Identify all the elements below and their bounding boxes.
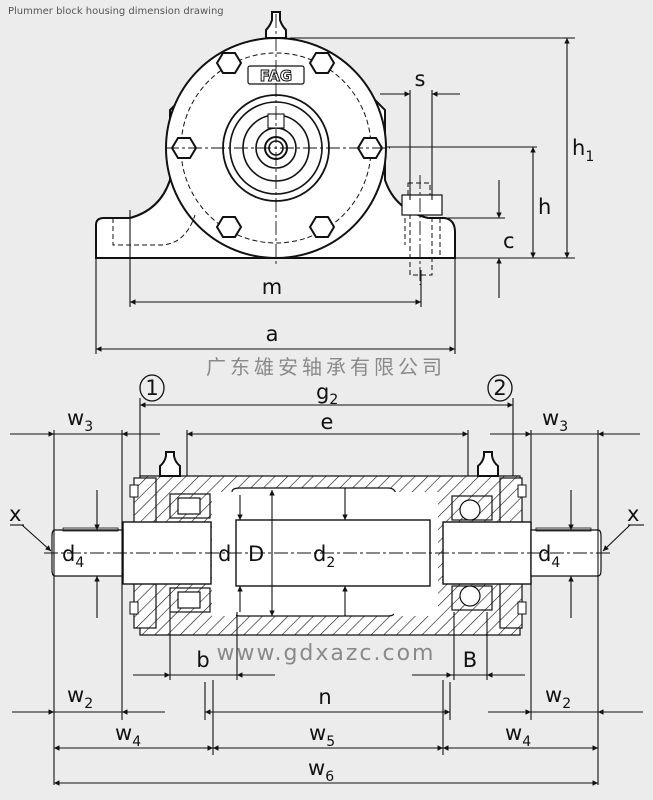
dim-n-label: n: [318, 685, 331, 709]
right-bearing: [451, 495, 493, 611]
drawing-title: Plummer block housing dimension drawing: [8, 6, 224, 17]
watermark-company: 广东雄安轴承有限公司: [206, 355, 446, 379]
housing-section-view: 1 2 g2 e w3 w3 x x d4 d4: [9, 374, 644, 786]
dim-w6-label: w6: [308, 756, 334, 785]
dim-w3-right-label: w3: [542, 406, 568, 435]
dim-w2-left-label: w2: [67, 683, 93, 712]
dim-h-label: h: [538, 195, 551, 219]
fag-logo: FAG: [247, 65, 305, 86]
cap-bolts: [170, 52, 384, 238]
dim-d4-right-label: d4: [538, 542, 560, 571]
housing-front-view: FAG s h1 h c m: [95, 11, 594, 354]
marker-1: 1: [139, 374, 165, 402]
watermark: 广东雄安轴承有限公司: [206, 355, 446, 379]
marker-2: 2: [487, 374, 513, 402]
dim-b-label: b: [196, 648, 209, 672]
dim-d2-label: d2: [313, 542, 335, 571]
dim-w2-right-label: w2: [545, 683, 571, 712]
dim-s-label: s: [415, 67, 426, 91]
brand-logo-text: FAG: [260, 67, 292, 85]
dim-x-left-label: x: [9, 502, 21, 526]
svg-text:2: 2: [493, 376, 506, 400]
grease-nipple-left-icon: [159, 451, 181, 477]
dim-a-label: a: [266, 322, 279, 346]
dim-e-label: e: [321, 410, 334, 434]
foot-bolt: [401, 175, 443, 285]
dim-w5-label: w5: [309, 721, 335, 750]
svg-text:1: 1: [145, 376, 158, 400]
dim-g2-label: g2: [316, 380, 338, 408]
shaft-end-left: [51, 529, 124, 577]
dim-h1-label: h1: [572, 136, 594, 165]
dim-D-label: D: [248, 542, 264, 566]
dim-m-label: m: [262, 275, 282, 299]
dim-w3-left-label: w3: [67, 406, 93, 435]
shaft-end-right: [530, 529, 602, 577]
dim-B-label: B: [463, 648, 477, 672]
left-bearing: [169, 493, 211, 613]
dim-d4-left-label: d4: [62, 542, 84, 571]
dim-w4-left-label: w4: [115, 721, 141, 750]
dim-x-right-label: x: [627, 502, 639, 526]
dim-w4-right-label: w4: [505, 721, 531, 750]
watermark-url: www.gdxazc.com: [216, 641, 435, 666]
dim-c-label: c: [503, 229, 515, 253]
dim-d-label: d: [218, 542, 231, 566]
grease-nipple-right-icon: [477, 451, 499, 477]
